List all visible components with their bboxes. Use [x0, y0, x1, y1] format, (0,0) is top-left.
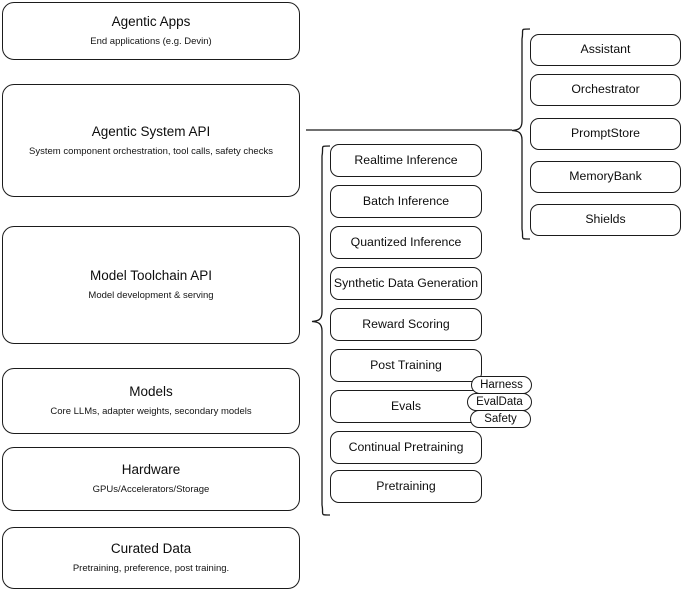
- layer-title: Curated Data: [110, 541, 192, 557]
- layer-subtitle: Pretraining, preference, post training.: [72, 563, 230, 574]
- toolchain-item-pretraining[interactable]: Pretraining: [330, 470, 482, 503]
- layer-subtitle: End applications (e.g. Devin): [90, 36, 212, 47]
- layer-subtitle: GPUs/Accelerators/Storage: [92, 484, 210, 495]
- toolchain-item-continual-pretraining[interactable]: Continual Pretraining: [330, 431, 482, 464]
- layer-subtitle: Core LLMs, adapter weights, secondary mo…: [50, 406, 252, 417]
- system-item-memorybank[interactable]: MemoryBank: [530, 161, 681, 193]
- layer-agentic-apps[interactable]: Agentic Apps End applications (e.g. Devi…: [2, 2, 300, 60]
- toolchain-item-realtime-inference[interactable]: Realtime Inference: [330, 144, 482, 177]
- layer-hardware[interactable]: Hardware GPUs/Accelerators/Storage: [2, 447, 300, 511]
- toolchain-item-synthetic-data-generation[interactable]: Synthetic Data Generation: [330, 267, 482, 300]
- layer-model-toolchain-api[interactable]: Model Toolchain API Model development & …: [2, 226, 300, 344]
- layer-models[interactable]: Models Core LLMs, adapter weights, secon…: [2, 368, 300, 434]
- eval-badge-safety[interactable]: Safety: [470, 410, 531, 428]
- layer-curated-data[interactable]: Curated Data Pretraining, preference, po…: [2, 527, 300, 589]
- layer-title: Agentic Apps: [111, 14, 191, 30]
- eval-badge-evaldata[interactable]: EvalData: [467, 393, 532, 411]
- layer-agentic-system-api[interactable]: Agentic System API System component orch…: [2, 84, 300, 197]
- layer-subtitle: System component orchestration, tool cal…: [29, 145, 273, 157]
- toolchain-item-evals[interactable]: Evals: [330, 390, 482, 423]
- system-item-orchestrator[interactable]: Orchestrator: [530, 74, 681, 106]
- toolchain-item-post-training[interactable]: Post Training: [330, 349, 482, 382]
- toolchain-item-quantized-inference[interactable]: Quantized Inference: [330, 226, 482, 259]
- brace-toolchain-items: [311, 145, 331, 516]
- system-item-assistant[interactable]: Assistant: [530, 34, 681, 66]
- toolchain-item-reward-scoring[interactable]: Reward Scoring: [330, 308, 482, 341]
- toolchain-item-batch-inference[interactable]: Batch Inference: [330, 185, 482, 218]
- eval-badge-harness[interactable]: Harness: [471, 376, 532, 394]
- system-item-shields[interactable]: Shields: [530, 204, 681, 236]
- layer-title: Models: [129, 384, 173, 400]
- brace-system-components: [511, 28, 531, 240]
- layer-subtitle: Model development & serving: [88, 290, 214, 301]
- layer-title: Agentic System API: [91, 123, 211, 139]
- system-item-promptstore[interactable]: PromptStore: [530, 118, 681, 150]
- layer-title: Hardware: [121, 462, 181, 478]
- layer-title: Model Toolchain API: [89, 268, 213, 284]
